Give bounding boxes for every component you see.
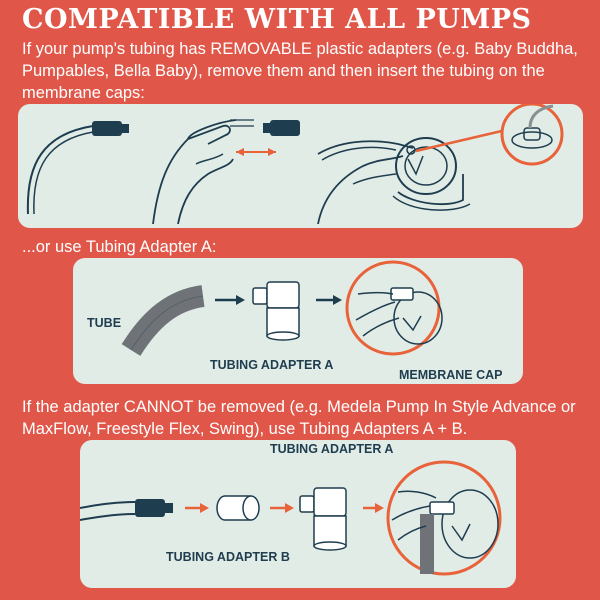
adapter-a-label: TUBING ADAPTER A	[210, 358, 334, 372]
alt-option-text: ...or use Tubing Adapter A:	[22, 238, 217, 256]
remove-adapter-illustration	[26, 104, 564, 225]
page-title: COMPATIBLE WITH ALL PUMPS	[22, 4, 532, 35]
adapter-ab-illustration	[80, 460, 502, 576]
tube-label: TUBE	[87, 316, 122, 330]
remove-adapter-illustration-panel	[18, 104, 583, 228]
adapter-ab-illustration-panel: TUBING ADAPTER A TUBING ADAPTER B	[80, 440, 516, 588]
adapter-a-illustration-panel: TUBE TUBING ADAPTER A MEMBRANE CAP	[73, 258, 523, 384]
cannot-remove-text: If the adapter CANNOT be removed (e.g. M…	[22, 398, 576, 438]
adapter-b-label: TUBING ADAPTER B	[166, 550, 290, 564]
membrane-cap-label: MEMBRANE CAP	[399, 368, 503, 382]
adapter-a-illustration	[121, 260, 443, 356]
adapter-a-label: TUBING ADAPTER A	[270, 442, 394, 456]
intro-text: If your pump's tubing has REMOVABLE plas…	[22, 40, 578, 102]
